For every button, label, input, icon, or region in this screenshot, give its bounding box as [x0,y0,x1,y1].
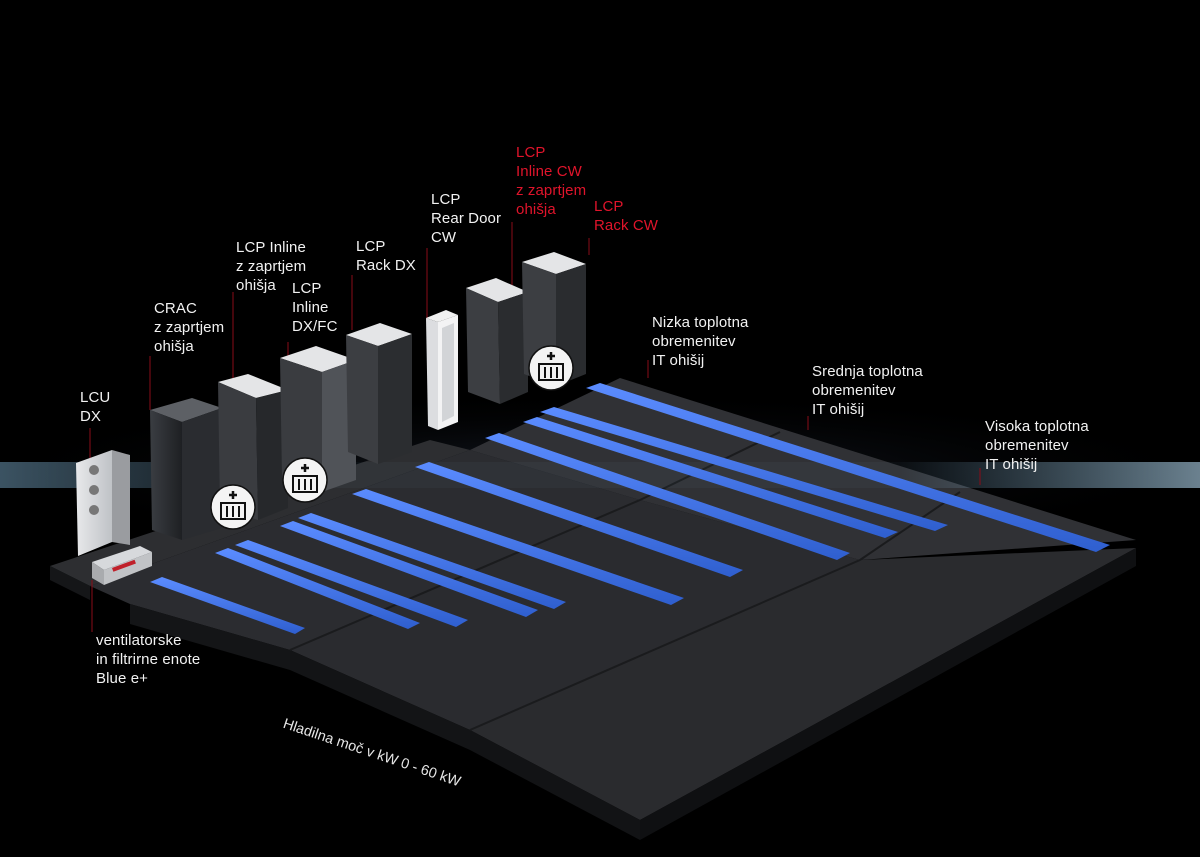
label-zone-low: Nizka toplotna obremenitev IT ohišij [652,314,749,369]
lcp-rack-dx-unit [346,323,412,464]
lcp-inline-cw-unit [466,278,528,404]
badges [210,345,574,530]
cooling-strip [540,407,948,531]
cooling-strip [150,577,305,634]
label-lcp-inline-dxfc: LCP Inline DX/FC [292,280,338,335]
platform-front-edge-3 [470,730,640,840]
platform-seam-2 [469,559,861,731]
platform-seam-4 [859,491,961,561]
platform-slab-left-edge [50,566,90,600]
cooling-strip [298,513,566,609]
label-fan-filter: ventilatorske in filtrirne enote Blue e+ [96,632,201,687]
crac-unit [150,398,222,540]
platform-slab-row3 [470,548,1136,820]
label-lcu-dx: LCU DX [80,389,111,425]
label-lcp-inline-cw-containment: LCP Inline CW z zaprtjem ohišja [516,144,587,218]
rack-module-icon [210,484,256,530]
equipment [76,252,586,585]
cooling-strip [586,383,1110,552]
cooling-strip [215,548,420,629]
fan-filter-unit [92,546,152,585]
cooling-strip [280,521,538,617]
lcp-rear-door-unit [426,310,458,430]
label-lcp-rear-door-cw: LCP Rear Door CW [431,191,502,246]
label-lcp-rack-cw: LCP Rack CW [594,198,659,234]
rack-module-icon [282,457,328,503]
leader-lines [89,222,981,632]
platform-front-edge-1 [130,604,290,670]
rack-module-icon [528,345,574,391]
label-zone-medium: Srednja toplotna obremenitev IT ohišij [812,363,923,418]
cooling-strips [150,383,1110,634]
label-crac: CRAC z zaprtjem ohišja [154,300,225,355]
cooling-strip [415,462,743,577]
platform-front-edge-2 [290,650,470,750]
cooling-strip [235,540,468,627]
lcu-dx-unit [76,450,130,556]
label-lcp-inline-containment: LCP Inline z zaprtjem ohišja [236,239,307,294]
cooling-strip [523,417,898,538]
cooling-strip [485,433,850,560]
label-lcp-rack-dx: LCP Rack DX [356,238,416,274]
cooling-strip [352,489,684,605]
platform-slab-row2 [290,500,860,730]
platform-right-edge [640,548,1136,840]
label-zone-high: Visoka toplotna obremenitev IT ohišij [985,418,1089,473]
